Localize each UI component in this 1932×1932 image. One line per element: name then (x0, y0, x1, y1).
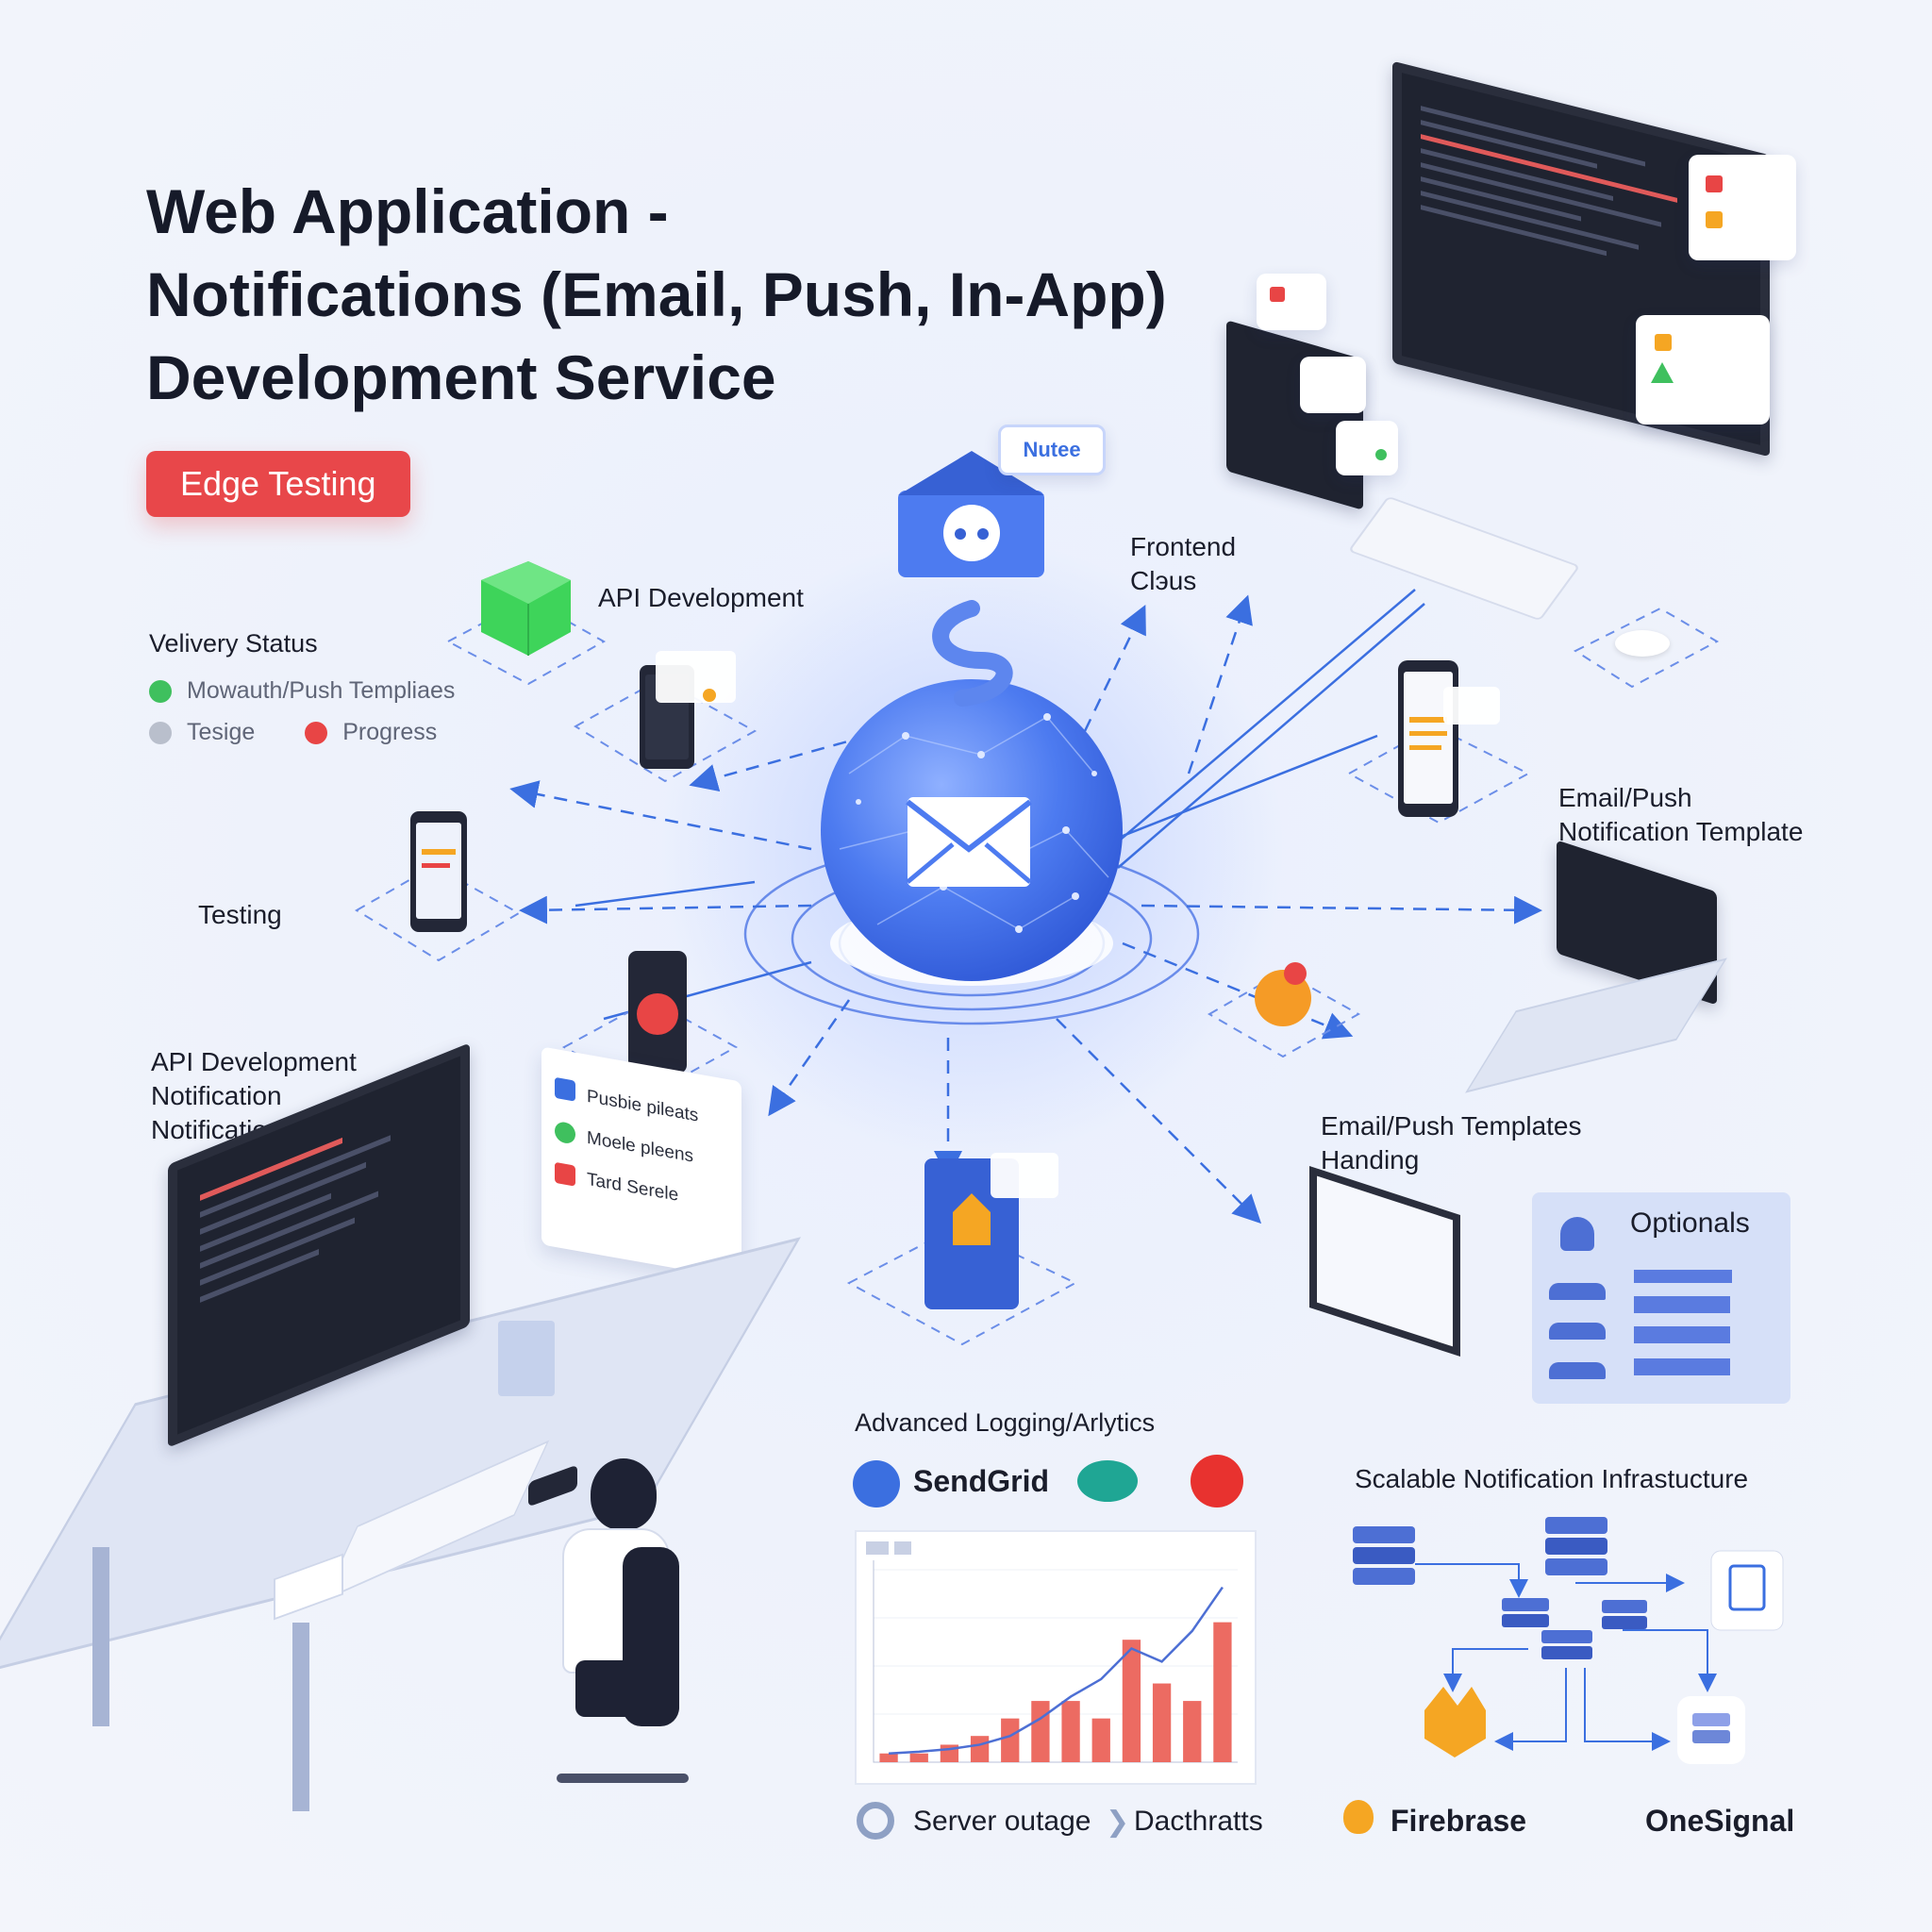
firebase-label: Firebrase (1391, 1804, 1527, 1838)
chart-bar (970, 1736, 990, 1762)
user-icon (1560, 1217, 1594, 1251)
firebase-icon (1424, 1687, 1486, 1757)
page-title: Web Application - Notifications (Email, … (146, 170, 1167, 419)
notification-popup (1689, 155, 1796, 260)
legend-item: Mowauth/Push Templiaes (149, 670, 455, 711)
edge-testing-button[interactable]: Edge Testing (146, 451, 410, 517)
sendgrid-label: SendGrid (913, 1464, 1050, 1498)
phone-icon-red (628, 951, 687, 1074)
note-bubble: Nutee (998, 425, 1106, 475)
chair-base (557, 1774, 689, 1783)
person-head (591, 1458, 657, 1530)
red-dot-icon (305, 722, 328, 745)
phone-icon-testing (410, 811, 467, 932)
notification-popup (1257, 274, 1326, 330)
apple-logo-icon (1343, 1800, 1374, 1834)
green-dot-icon (149, 680, 172, 704)
analytics-chart (855, 1530, 1257, 1785)
mouse (1615, 630, 1670, 657)
green-circle-icon (555, 1120, 575, 1145)
infrastructure-label: Scalable Notification Infrastucture (1355, 1464, 1749, 1493)
teal-logo-icon (1077, 1460, 1138, 1502)
chart-bar (1183, 1701, 1202, 1762)
optionals-card: Optionals (1532, 1192, 1790, 1404)
database-icon (1353, 1526, 1415, 1585)
delivery-status-legend: Velivery Status Mowauth/Push Templiaes T… (149, 626, 455, 753)
popup-item: Pusbie pileats (587, 1086, 699, 1126)
api-development-label: API Development (598, 583, 804, 612)
gray-dot-icon (149, 722, 172, 745)
infrastructure-diagram (1353, 1517, 1784, 1764)
frontend-label: Frontend Clэus (1130, 532, 1237, 595)
chart-trend-line (889, 1586, 1224, 1755)
chart-bar (1213, 1622, 1232, 1762)
template-popup-card: Pusbie pileats Moele pleens Tard Serele (541, 1046, 741, 1280)
chart-axis (873, 1560, 1238, 1763)
email-push-template-label: Email/Push Notification Template (1558, 783, 1804, 846)
chart-bar (1091, 1718, 1110, 1762)
desk-leg (92, 1547, 109, 1726)
mail-app-icon (898, 451, 1044, 577)
testing-label: Testing (198, 900, 282, 929)
legend-item: Tesige Progress (149, 711, 455, 753)
chart-bar (1031, 1701, 1050, 1762)
chart-header-block (894, 1541, 911, 1555)
title-line-3: Development Service (146, 342, 776, 412)
desk-leg (292, 1623, 309, 1811)
logging-label: Advanced Logging/Arlytics (855, 1408, 1156, 1437)
server-outage-icon (857, 1802, 894, 1840)
title-line-2: Notifications (Email, Push, In-App) (146, 259, 1167, 329)
onesignal-label: OneSignal (1645, 1804, 1795, 1838)
office-chair (623, 1547, 679, 1726)
envelope-icon (906, 797, 1032, 887)
analytics-chart-svg (866, 1541, 1238, 1763)
email-push-handing-label: Email/Push Templates Handing (1321, 1111, 1582, 1174)
server-outage-label: Server outage (913, 1806, 1091, 1837)
device-icon (1710, 1550, 1784, 1631)
pencil-cup (498, 1321, 555, 1396)
popup-item: Tard Serele (587, 1169, 679, 1206)
notification-popup (1300, 357, 1366, 413)
chart-bar (1001, 1718, 1020, 1762)
chart-bar (909, 1753, 928, 1762)
notification-popup (1636, 315, 1770, 425)
chart-bar (1122, 1640, 1141, 1762)
popup-item: Moele pleens (587, 1127, 694, 1167)
chart-bar (1152, 1683, 1172, 1762)
database-icon (1545, 1517, 1607, 1575)
sendgrid-icon (853, 1460, 900, 1507)
onesignal-icon (1677, 1696, 1745, 1764)
title-line-1: Web Application - (146, 176, 669, 246)
chart-bar (879, 1753, 898, 1762)
chart-header-block (866, 1541, 889, 1555)
green-cube-icon (481, 561, 571, 656)
blue-square-icon (555, 1076, 575, 1102)
optionals-label: Optionals (1630, 1208, 1750, 1239)
red-logo-icon (1191, 1455, 1243, 1507)
database-icon (1602, 1600, 1647, 1629)
database-icon (1541, 1630, 1592, 1659)
dashboards-label: Dacthratts (1134, 1806, 1263, 1837)
phone-icon-right (1398, 660, 1458, 817)
red-square-icon (555, 1161, 575, 1187)
chevron-right-icon: ❯ (1106, 1807, 1130, 1838)
notification-popup (1336, 421, 1398, 475)
legend-heading: Velivery Status (149, 629, 318, 658)
chart-bar (1061, 1701, 1080, 1762)
database-icon (1502, 1598, 1549, 1627)
